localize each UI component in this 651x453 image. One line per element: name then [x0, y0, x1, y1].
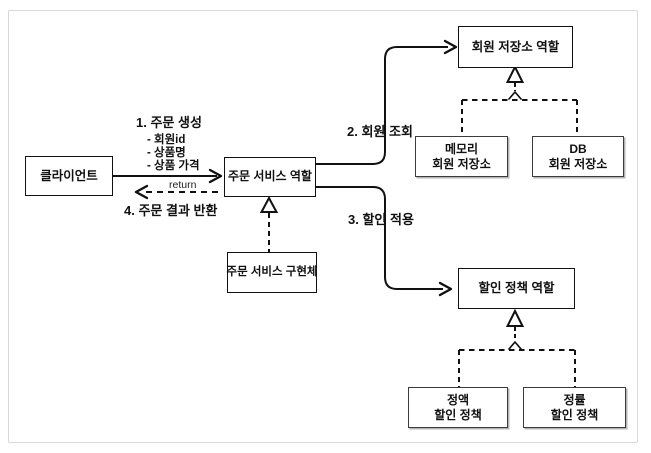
step4-order-result-label: 4. 주문 결과 반환: [124, 203, 218, 218]
step1-product-price-label: - 상품 가격: [147, 160, 200, 172]
step3-discount-apply-label: 3. 할인 적용: [348, 212, 414, 227]
order-create-arrow: [113, 168, 223, 184]
member-lookup-arrow: [316, 39, 458, 165]
fixed-discount-policy-box: 정액 할인 정책: [408, 387, 508, 428]
step1-product-name-label: - 상품명: [147, 147, 186, 159]
discount-policy-role-box: 할인 정책 역할: [458, 268, 575, 309]
memory-member-repo-line1: 메모리: [444, 141, 479, 156]
memory-member-repo-line2: 회원 저장소: [432, 156, 491, 171]
rate-discount-policy-line2: 할인 정책: [550, 407, 599, 422]
step1-member-id-label: - 회원id: [147, 134, 186, 146]
discount-apply-arrow: [316, 186, 453, 297]
return-arrow: [134, 184, 218, 200]
db-member-repo-line1: DB: [569, 141, 587, 156]
client-label: 클라이언트: [40, 168, 98, 183]
member-repo-hierarchy-connector: [461, 64, 578, 136]
order-service-impl-box: 주문 서비스 구현체: [226, 252, 318, 293]
db-member-repo-box: DB 회원 저장소: [532, 136, 624, 177]
db-member-repo-line2: 회원 저장소: [548, 156, 608, 171]
member-hierarchy-caret-icon: [508, 91, 522, 100]
client-box: 클라이언트: [25, 156, 113, 196]
return-label: return: [169, 179, 197, 191]
order-service-impl-label: 주문 서비스 구현체: [226, 265, 318, 278]
discount-hierarchy-caret-icon: [508, 341, 522, 350]
fixed-discount-policy-line1: 정액: [446, 392, 470, 407]
discount-hierarchy-triangle-icon: [505, 308, 525, 327]
member-repo-role-box: 회원 저장소 역할: [458, 26, 573, 68]
rate-discount-policy-box: 정률 할인 정책: [523, 387, 626, 428]
member-hierarchy-triangle-icon: [505, 64, 525, 83]
impl-realization-triangle-icon: [259, 195, 279, 213]
discount-policy-role-label: 할인 정책 역할: [478, 281, 555, 296]
member-repo-role-label: 회원 저장소 역할: [471, 39, 560, 54]
order-service-role-box: 주문 서비스 역할: [224, 157, 316, 197]
fixed-discount-policy-line2: 할인 정책: [434, 407, 482, 422]
discount-policy-hierarchy-connector: [458, 308, 576, 387]
impl-realization-connector: [259, 195, 279, 252]
rate-discount-policy-line1: 정률: [563, 392, 586, 407]
step2-member-lookup-label: 2. 회원 조회: [347, 124, 413, 139]
order-service-role-label: 주문 서비스 역할: [228, 169, 312, 184]
step1-order-create-label: 1. 주문 생성: [136, 115, 202, 130]
diagram-frame: [8, 10, 638, 443]
memory-member-repo-box: 메모리 회원 저장소: [415, 136, 508, 177]
